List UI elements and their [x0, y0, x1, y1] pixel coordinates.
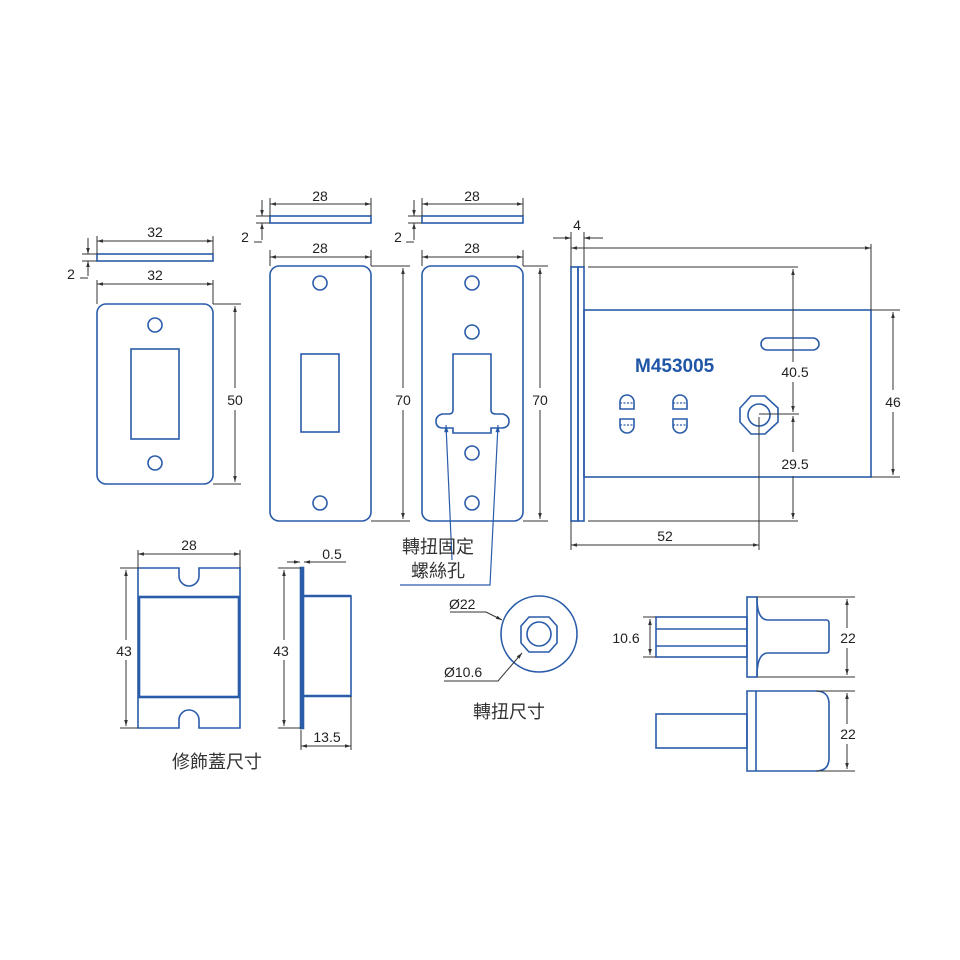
plate-opening: [130, 348, 180, 440]
screw-hole: [464, 445, 480, 461]
dim-mid-thickness: 2: [241, 229, 249, 245]
right-plate-edge-view: [421, 215, 524, 224]
knob-grip: [756, 597, 830, 677]
small-plate-edge-view: [96, 253, 214, 262]
mid-plate-edge-view: [269, 215, 372, 224]
right-plate-face: [421, 265, 524, 522]
dim-knob-inner: Ø10.6: [444, 664, 482, 680]
screw-note-line1: 轉扭固定: [402, 537, 474, 558]
dim-cover-depth: 13.5: [313, 729, 340, 745]
dim-mid-height: 70: [395, 392, 411, 408]
dim-hole-distance: 52: [657, 528, 673, 544]
knob-shaft-lower: [655, 713, 748, 749]
knob-outer-circle: [500, 595, 578, 673]
mount-hole: [672, 394, 688, 410]
leader-line: [444, 424, 453, 561]
right-plate-group: 28 2 28 70 轉扭固定 螺絲孔: [394, 188, 548, 586]
dim-cover-height: 43: [116, 643, 132, 659]
cover-group: 28 43 43 0.5 13.5 修飾蓋尺寸: [116, 537, 352, 773]
cover-caption: 修飾蓋尺寸: [172, 752, 262, 773]
screw-note-line2: 螺絲孔: [411, 561, 465, 582]
dim-mid-top-width: 28: [312, 188, 328, 204]
body-flange-outer: [570, 266, 579, 522]
keyed-slot: [435, 353, 510, 434]
dim-hole-offset: 29.5: [781, 456, 808, 472]
dim-small-width: 32: [147, 267, 163, 283]
dim-right-thickness: 2: [394, 229, 402, 245]
mount-holes: [619, 394, 688, 434]
body-slot: [760, 337, 820, 351]
dim-right-height: 70: [532, 392, 548, 408]
knob-flange: [746, 596, 758, 678]
small-plate-group: 32 2 32 50: [67, 224, 243, 485]
cover-front: [137, 567, 241, 729]
cover-window: [137, 595, 241, 699]
mount-hole: [619, 418, 635, 434]
mount-hole: [619, 394, 635, 410]
cover-side-body: [302, 595, 352, 697]
knob-side-group: 10.6 22 22: [612, 596, 856, 772]
screw-hole: [147, 317, 163, 333]
dim-cover-width: 28: [181, 537, 197, 553]
plate-opening: [300, 353, 340, 433]
leader-line: [450, 611, 503, 621]
body-case: [583, 309, 872, 478]
screw-hole: [147, 455, 163, 471]
knob-hex: [520, 616, 558, 653]
leader-line: [400, 424, 500, 586]
knob-hex-boss: [739, 395, 779, 435]
dim-small-height: 50: [227, 392, 243, 408]
dim-knob-height-top: 22: [840, 630, 856, 646]
knob-caption: 轉扭尺寸: [473, 702, 545, 723]
lock-body-group: M453005 4 46 40.5: [553, 217, 901, 550]
dim-small-top-width: 32: [147, 224, 163, 240]
dim-body-height: 46: [885, 394, 901, 410]
knob-front-group: Ø22 Ø10.6 轉扭尺寸: [444, 595, 578, 723]
screw-hole: [464, 275, 480, 291]
leader-line: [444, 652, 523, 682]
mount-hole: [672, 418, 688, 434]
dim-small-thickness: 2: [67, 266, 75, 282]
dim-cover-lip: 0.5: [322, 546, 342, 562]
body-flange-inner: [577, 266, 585, 522]
screw-hole: [464, 324, 480, 340]
mid-plate-group: 28 2 28 70: [241, 188, 411, 522]
mid-plate-face: [269, 265, 372, 522]
dim-cover-side-height: 43: [273, 643, 289, 659]
small-plate-face: [96, 303, 214, 485]
knob-shaft: [655, 616, 748, 658]
dim-mid-width: 28: [312, 240, 328, 256]
model-number: M453005: [635, 356, 715, 377]
knob-body-lower: [746, 690, 830, 772]
dim-slot-offset: 40.5: [781, 364, 808, 380]
dim-knob-height-bottom: 22: [840, 726, 856, 742]
screw-hole: [312, 495, 328, 511]
knob-bore: [526, 621, 552, 647]
dim-right-top-width: 28: [464, 188, 480, 204]
dim-shaft: 10.6: [612, 630, 639, 646]
screw-hole: [464, 495, 480, 511]
dim-flange: 4: [573, 217, 581, 233]
dim-right-width: 28: [464, 240, 480, 256]
dim-knob-outer: Ø22: [449, 596, 476, 612]
screw-hole: [312, 275, 328, 291]
